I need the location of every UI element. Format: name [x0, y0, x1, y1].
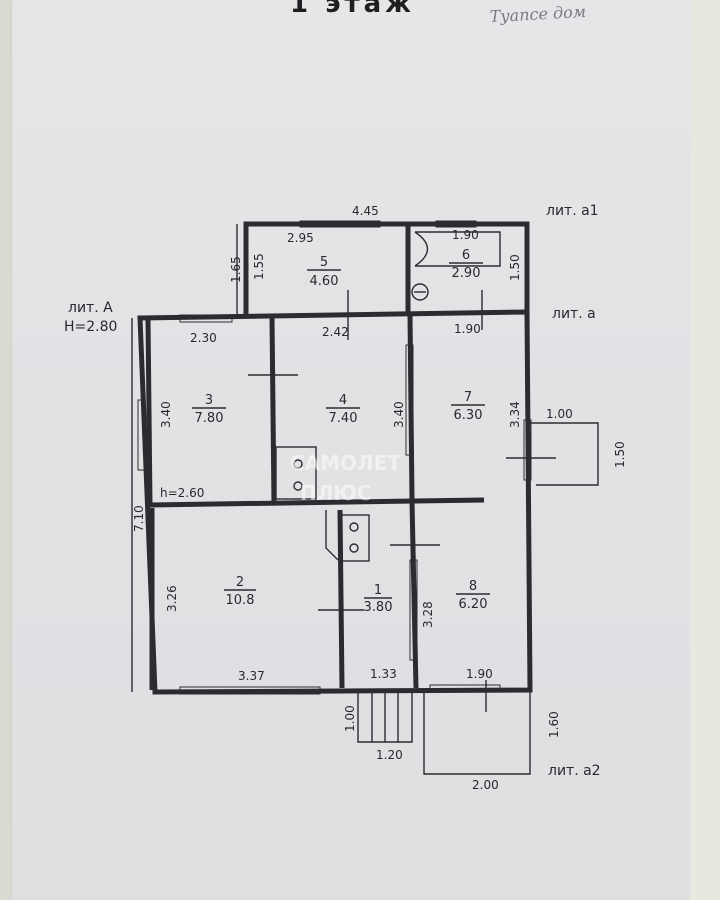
dim-stairs-height: 1.00 [343, 705, 357, 732]
window [523, 419, 532, 481]
room-number: 6 [462, 248, 470, 263]
bath-fixture-curve [414, 231, 429, 267]
window [179, 686, 321, 695]
room-area: 6.30 [454, 408, 483, 423]
dim-room1-width: 1.33 [370, 667, 397, 681]
room-area: 6.20 [459, 597, 488, 612]
room-3: 3 7.80 [192, 393, 226, 426]
dim-a2-height: 1.60 [547, 711, 561, 738]
annex-a1-outer-wall [243, 221, 530, 316]
dim-room7-height: 3.34 [508, 401, 522, 428]
a2-outline [423, 692, 531, 775]
floor-title: 1 этаж [290, 0, 415, 19]
window [405, 344, 414, 456]
room-area: 4.60 [310, 274, 339, 289]
label-lit-a2: лит. а2 [548, 763, 601, 779]
stove-burner [293, 459, 303, 469]
porch-lit-a [530, 422, 599, 486]
dim-room2-height: 3.26 [165, 585, 179, 612]
room-number: 5 [320, 255, 328, 270]
room-area: 10.8 [226, 593, 255, 608]
room-8: 8 6.20 [456, 579, 490, 612]
wall-room3-room4 [269, 317, 277, 505]
window [179, 314, 233, 323]
stove-block [275, 446, 317, 500]
room-number: 2 [236, 575, 244, 590]
dim-room6-height: 1.50 [508, 254, 522, 281]
room-area: 2.90 [452, 266, 481, 281]
room-number: 3 [205, 393, 213, 408]
label-room3-height: h=2.60 [160, 486, 204, 500]
background-fabric [690, 0, 720, 900]
wall-room3-left [145, 319, 153, 506]
dim-a1-left-outer: 1.65 [229, 256, 243, 283]
stove-block [340, 514, 370, 562]
dim-room7-width: 1.90 [454, 322, 481, 336]
room-number: 8 [469, 579, 477, 594]
wall-room1-room8 [409, 501, 419, 689]
dim-room4-width: 2.42 [322, 325, 349, 339]
room-area: 3.80 [364, 600, 393, 615]
room-area: 7.40 [329, 411, 358, 426]
label-lit-a: лит. а [552, 306, 596, 322]
sink-fixture [411, 283, 429, 301]
dim-house-height: 7.10 [132, 505, 146, 532]
dim-room3-width: 2.30 [190, 331, 217, 345]
window [435, 220, 477, 228]
dim-stairs-width: 1.20 [376, 748, 403, 762]
watermark-line2: ПЛЮС [300, 481, 372, 505]
wall-horizontal-middle [149, 497, 485, 508]
paper-sheet [12, 0, 702, 900]
dim-room3-height: 3.40 [159, 401, 173, 428]
bath-fixture [415, 231, 501, 267]
window [137, 399, 146, 471]
label-lit-a1: лит. а1 [546, 203, 599, 219]
watermark-line1: САМОЛЕТ [290, 451, 401, 475]
room-area: 7.80 [195, 411, 224, 426]
room-1: 1 3.80 [364, 583, 393, 615]
room-number: 7 [464, 390, 472, 405]
porch-outline [530, 422, 599, 486]
entrance-lit-a2 [357, 692, 531, 775]
room-5: 5 4.60 [307, 255, 341, 289]
dim-a2-width: 2.00 [472, 778, 499, 792]
room-6: 6 2.90 [449, 248, 483, 281]
room-7: 7 6.30 [451, 390, 485, 423]
dim-porch-width: 1.00 [546, 407, 573, 421]
room-4: 4 7.40 [326, 393, 360, 426]
main-house-lit-A [131, 290, 556, 712]
dim-room4-height: 3.40 [392, 401, 406, 428]
room-number: 4 [339, 393, 347, 408]
stove-burner [349, 522, 359, 532]
handwritten-note: Туапсе дом [489, 2, 586, 26]
window [429, 684, 501, 693]
dim-room2-width: 3.37 [238, 669, 265, 683]
dim-room8-height: 3.28 [421, 601, 435, 628]
dim-room8-width: 1.90 [466, 667, 493, 681]
stove-burner [349, 543, 359, 553]
dim-room5-height: 1.55 [252, 253, 266, 280]
room-number: 1 [374, 583, 382, 598]
chimney-outline [325, 510, 339, 561]
wall-room4-room7 [407, 314, 415, 501]
dim-room6-width: 1.90 [452, 228, 479, 242]
dim-porch-height: 1.50 [613, 441, 627, 468]
room-2: 2 10.8 [224, 575, 256, 608]
label-height-A: H=2.80 [64, 319, 117, 335]
dim-room5-width: 2.95 [287, 231, 314, 245]
stove-burner [293, 481, 303, 491]
label-lit-A: лит. А [68, 300, 113, 316]
window [299, 220, 381, 228]
annex-a1 [236, 220, 530, 316]
dim-a1-top: 4.45 [352, 204, 379, 218]
window [409, 559, 418, 661]
